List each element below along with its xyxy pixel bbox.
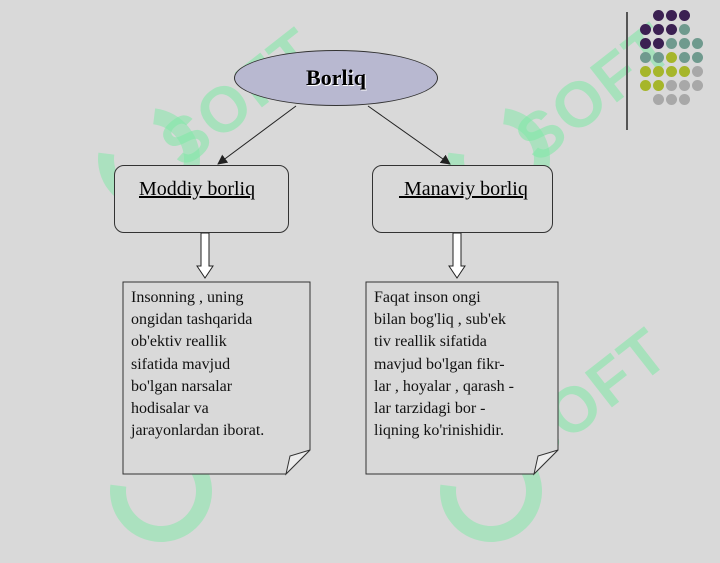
note-left-text: Insonning , uning ongidan tashqarida ob'… (131, 287, 264, 442)
decorative-dot (692, 52, 703, 63)
note-line: lar , hoyalar , qarash - (374, 377, 514, 395)
decorative-dot (640, 52, 651, 63)
decorative-dot (666, 38, 677, 49)
decorative-dot (653, 80, 664, 91)
note-right-text: Faqat inson ongi bilan bog'liq , sub'ek … (374, 287, 514, 442)
decorative-dot (666, 24, 677, 35)
root-node-borliq: Borliq (234, 50, 438, 106)
decorative-divider (626, 12, 628, 130)
decorative-dot (692, 80, 703, 91)
note-line: tiv reallik sifatida (374, 333, 487, 351)
decorative-dot (640, 24, 651, 35)
decorative-dot (666, 80, 677, 91)
note-line: bo'lgan narsalar (131, 377, 233, 395)
decorative-dot (692, 66, 703, 77)
decorative-dot (653, 24, 664, 35)
decorative-dot (653, 38, 664, 49)
decorative-dot (666, 94, 677, 105)
node-moddiy-borliq: Moddiy borliq (114, 165, 289, 233)
decorative-dot (640, 80, 651, 91)
note-line: ob'ektiv reallik (131, 333, 227, 351)
node-label: Moddiy borliq (139, 178, 256, 200)
node-label: Manaviy borliq (399, 178, 528, 200)
decorative-dot (640, 38, 651, 49)
note-line: hodisalar va (131, 400, 209, 418)
decorative-dot (679, 80, 690, 91)
note-line: Faqat inson ongi (374, 289, 481, 306)
arrow-right-down (448, 232, 466, 279)
arrow-left-down (196, 232, 214, 279)
note-line: mavjud bo'lgan fikr- (374, 355, 505, 373)
note-left-fold (285, 449, 311, 476)
decorative-dot (679, 24, 690, 35)
decorative-dot (679, 66, 690, 77)
decorative-dot (653, 52, 664, 63)
decorative-dot (640, 66, 651, 77)
note-line: bilan bog'liq , sub'ek (374, 311, 506, 329)
decorative-dot (679, 38, 690, 49)
decorative-dot (679, 10, 690, 21)
arrow-root-to-left (217, 105, 297, 165)
note-line: ongidan tashqarida (131, 311, 253, 329)
decorative-dot (666, 52, 677, 63)
decorative-dot (653, 66, 664, 77)
decorative-dot (653, 94, 664, 105)
note-line: lar tarzidagi bor - (374, 400, 486, 418)
decorative-dot (666, 10, 677, 21)
decorative-dot (679, 52, 690, 63)
node-manaviy-borliq: Manaviy borliq (372, 165, 553, 233)
decorative-dot (679, 94, 690, 105)
note-right-fold (533, 449, 559, 476)
decorative-dot (692, 38, 703, 49)
note-line: Insonning , uning (131, 289, 244, 306)
note-line: jarayonlardan iborat. (131, 422, 265, 440)
arrow-root-to-right (367, 105, 451, 165)
decorative-dot (653, 10, 664, 21)
note-line: liqning ko'rinishidir. (374, 422, 504, 440)
root-label: Borliq (306, 65, 366, 90)
connector-lines (122, 105, 559, 476)
decorative-dot (666, 66, 677, 77)
note-line: sifatida mavjud (131, 355, 231, 373)
